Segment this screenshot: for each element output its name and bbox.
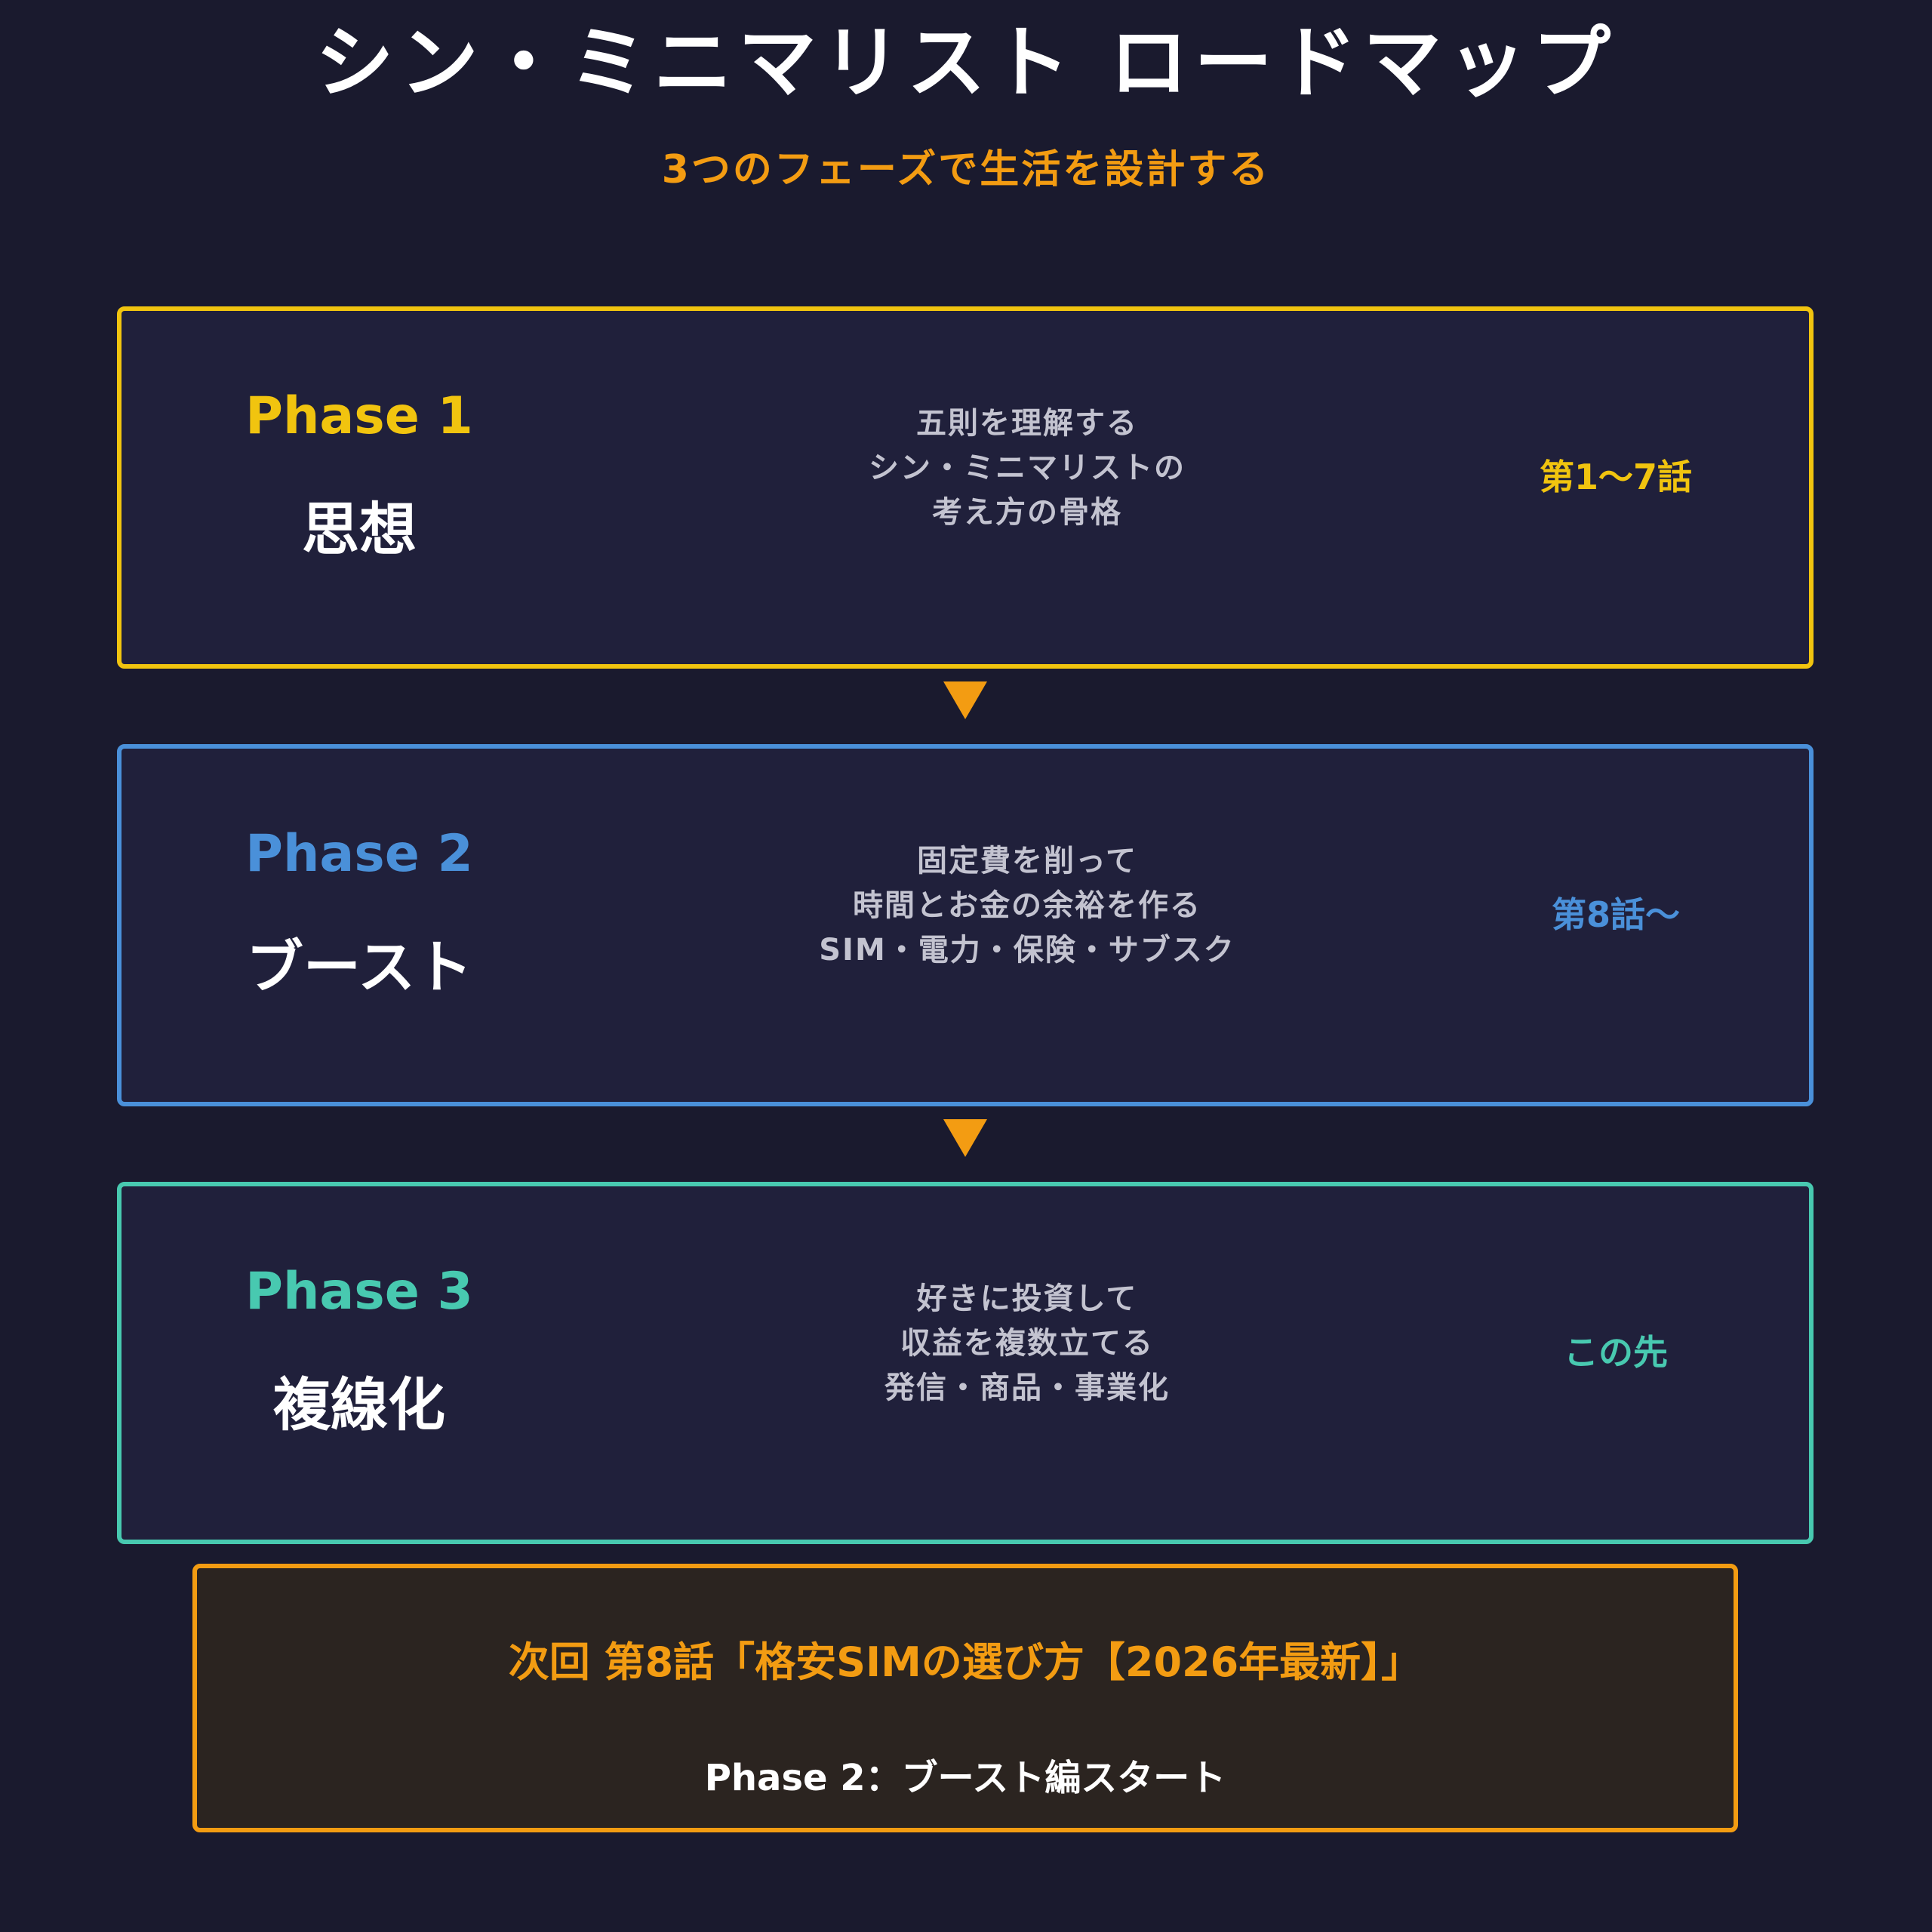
- next-episode-title: 次回 第8話「格安SIMの選び方【2026年最新】」: [508, 1638, 1423, 1686]
- phase-1-desc-line-3: 考え方の骨格: [932, 495, 1122, 530]
- next-episode-card: 次回 第8話「格安SIMの選び方【2026年最新】」 Phase 2：ブースト編…: [192, 1564, 1738, 1832]
- phase-3-description: 好きに投資して 収益を複数立てる 発信・商品・事業化: [718, 1277, 1337, 1411]
- phase-1-episodes: 第1〜7話: [1539, 457, 1692, 497]
- phase-3-desc-line-3: 発信・商品・事業化: [884, 1371, 1170, 1405]
- phase-2-card: Phase 2 ブースト 固定費を削って 時間とお金の余裕を作る SIM・電力・…: [117, 744, 1814, 1106]
- phase-1-name: 思想: [302, 496, 417, 563]
- phase-1-desc-line-2: シン・ミニマリストの: [869, 451, 1186, 485]
- arrow-down-icon: [943, 681, 987, 719]
- phase-3-desc-line-1: 好きに投資して: [916, 1281, 1138, 1316]
- phase-1-label: Phase 1: [245, 386, 473, 446]
- phase-3-desc-line-2: 収益を複数立てる: [900, 1326, 1154, 1361]
- phase-3-name: 複線化: [273, 1371, 445, 1438]
- phase-1-description: 五則を理解する シン・ミニマリストの 考え方の骨格: [718, 401, 1337, 535]
- phase-3-card: Phase 3 複線化 好きに投資して 収益を複数立てる 発信・商品・事業化 こ…: [117, 1182, 1814, 1544]
- next-episode-subtitle: Phase 2：ブースト編スタート: [704, 1757, 1226, 1799]
- phase-2-desc-line-1: 固定費を削って: [917, 844, 1137, 878]
- page-title: シン・ミニマリスト ロードマップ: [315, 17, 1617, 109]
- phase-2-episodes: 第8話〜: [1551, 894, 1680, 935]
- phase-2-label: Phase 2: [245, 824, 473, 884]
- page-subtitle: 3つのフェーズで生活を設計する: [661, 147, 1271, 192]
- phase-2-name: ブースト: [245, 934, 473, 1001]
- phase-1-card: Phase 1 思想 五則を理解する シン・ミニマリストの 考え方の骨格 第1〜…: [117, 306, 1814, 669]
- phase-1-desc-line-1: 五則を理解する: [916, 406, 1138, 441]
- phase-3-episodes: この先: [1564, 1332, 1668, 1373]
- arrow-down-icon: [943, 1119, 987, 1157]
- phase-2-description: 固定費を削って 時間とお金の余裕を作る SIM・電力・保険・サブスク: [718, 839, 1337, 973]
- phase-2-desc-line-3: SIM・電力・保険・サブスク: [819, 933, 1235, 968]
- phase-3-label: Phase 3: [245, 1262, 473, 1321]
- phase-2-desc-line-2: 時間とお金の余裕を作る: [853, 888, 1201, 923]
